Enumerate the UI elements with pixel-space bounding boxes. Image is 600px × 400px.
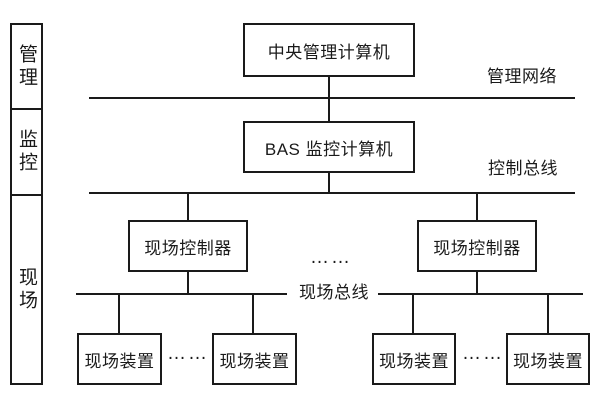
connector-control-bus-to-controller-left: [187, 193, 189, 221]
layer-management: 管理: [12, 25, 41, 110]
node-central-management-computer: 中央管理计算机: [243, 23, 415, 77]
field-bus-line-right: [378, 293, 583, 295]
layer-supervision-label: 监控: [16, 129, 37, 175]
node-field-device-4: 现场装置: [506, 333, 590, 385]
node-field-device-3: 现场装置: [372, 333, 456, 385]
layer-management-label: 管理: [16, 43, 37, 90]
node-field-controller-right: 现场控制器: [417, 220, 537, 272]
ellipsis-between-controllers: ……: [310, 247, 352, 268]
node-field-device-2: 现场装置: [212, 333, 297, 385]
node-field-controller-left-label: 现场控制器: [144, 238, 232, 258]
layer-supervision: 监控: [12, 110, 41, 196]
node-field-device-3-label: 现场装置: [379, 351, 449, 371]
field-bus-line-left: [76, 293, 287, 295]
connector-field-bus-to-device-1: [118, 294, 120, 334]
ellipsis-between-devices-right: ……: [462, 343, 504, 364]
management-network-label: 管理网络: [487, 67, 557, 86]
connector-controller-left-to-field-bus: [187, 271, 189, 295]
node-field-device-4-label: 现场装置: [513, 351, 583, 371]
management-network-line: [89, 97, 575, 99]
connector-field-bus-to-device-4: [547, 294, 549, 334]
field-bus-label: 现场总线: [299, 283, 369, 302]
connector-controller-right-to-field-bus: [476, 271, 478, 295]
connector-field-bus-to-device-2: [252, 294, 254, 334]
node-field-device-2-label: 现场装置: [219, 351, 290, 371]
node-field-device-1: 现场装置: [77, 333, 162, 385]
node-field-device-1-label: 现场装置: [84, 351, 155, 371]
connector-control-bus-to-controller-right: [476, 193, 478, 221]
layer-bar: 管理 监控 现场: [10, 23, 43, 385]
connector-field-bus-to-device-3: [412, 294, 414, 334]
node-field-controller-left: 现场控制器: [128, 220, 248, 272]
node-bas-supervision-computer-label: BAS 监控计算机: [264, 139, 394, 159]
layer-field-label: 现场: [16, 266, 37, 313]
connector-central-to-bas: [328, 76, 330, 122]
node-field-controller-right-label: 现场控制器: [433, 238, 521, 258]
control-bus-label: 控制总线: [488, 159, 558, 178]
node-bas-supervision-computer: BAS 监控计算机: [243, 121, 415, 173]
node-central-management-computer-label: 中央管理计算机: [267, 42, 391, 62]
layer-field: 现场: [12, 196, 41, 383]
connector-bas-to-control-bus: [328, 172, 330, 194]
control-bus-line: [89, 192, 575, 194]
ellipsis-between-devices-left: ……: [167, 343, 209, 364]
